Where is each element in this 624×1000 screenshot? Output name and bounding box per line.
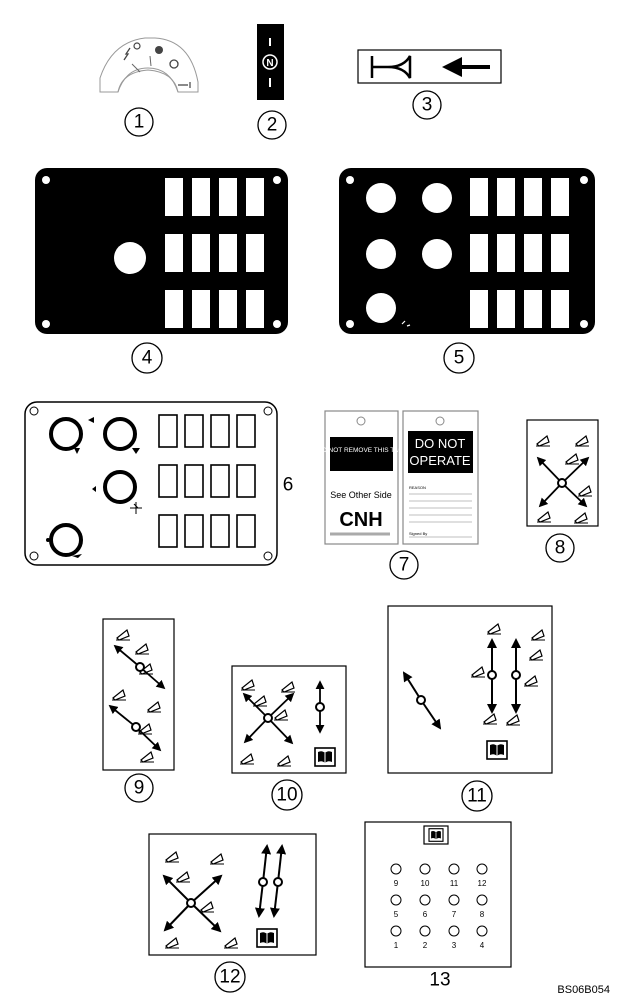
backhoe-control-decal-tall: [102, 618, 175, 771]
svg-text:REASON: REASON: [409, 485, 426, 490]
svg-text:2: 2: [423, 941, 428, 950]
svg-text:CNH: CNH: [339, 509, 382, 531]
svg-text:5: 5: [454, 348, 465, 369]
svg-text:11: 11: [467, 786, 487, 807]
callout-11: 11: [461, 780, 493, 812]
svg-text:4: 4: [142, 348, 153, 369]
callout-2: 2: [257, 110, 287, 140]
switch-panel-one-knob: [35, 168, 288, 334]
svg-text:3: 3: [422, 95, 433, 116]
key-switch-decal: [99, 37, 199, 93]
callout-3: 3: [412, 90, 442, 120]
backhoe-control-decal-small: [231, 665, 347, 774]
neutral-lever-decal: N: [257, 24, 284, 100]
svg-text:11: 11: [450, 879, 459, 888]
callout-7: 7: [389, 550, 419, 580]
svg-text:4: 4: [480, 941, 485, 950]
callout-6: 6: [283, 475, 294, 496]
svg-text:10: 10: [276, 785, 297, 806]
backhoe-control-decal-large: [387, 605, 553, 774]
svg-text:2: 2: [267, 115, 278, 136]
callout-4: 4: [131, 342, 163, 374]
lockout-tag-front: DO NOT REMOVE THIS TAG! See Other Side C…: [317, 410, 405, 545]
svg-text:OPERATE: OPERATE: [409, 453, 470, 468]
callout-9: 9: [124, 773, 154, 803]
svg-text:5: 5: [394, 910, 399, 919]
loader-control-decal: [526, 419, 599, 527]
svg-text:8: 8: [555, 538, 566, 559]
svg-text:9: 9: [394, 879, 399, 888]
svg-text:6: 6: [423, 910, 428, 919]
svg-text:Signed By: Signed By: [409, 531, 427, 536]
callout-1: 1: [124, 107, 154, 137]
climate-control-panel: [24, 401, 278, 566]
callout-10: 10: [271, 779, 303, 811]
svg-text:8: 8: [480, 910, 485, 919]
callout-13: 13: [429, 970, 450, 991]
svg-text:N: N: [266, 58, 273, 69]
svg-text:DO NOT REMOVE THIS TAG!: DO NOT REMOVE THIS TAG!: [317, 447, 405, 454]
svg-text:DO NOT: DO NOT: [415, 436, 466, 451]
svg-text:3: 3: [452, 941, 457, 950]
svg-text:7: 7: [452, 910, 457, 919]
callout-8: 8: [545, 533, 575, 563]
svg-text:12: 12: [478, 879, 487, 888]
svg-text:9: 9: [134, 778, 145, 799]
switch-panel-five-knobs: [339, 168, 595, 334]
svg-text:See Other Side: See Other Side: [330, 490, 392, 500]
svg-text:1: 1: [134, 112, 145, 133]
backhoe-control-decal-wide: [148, 833, 317, 956]
button-panel-decal: 9 10 11 12 5 6 7 8 1 2 3 4: [364, 821, 512, 968]
svg-text:12: 12: [219, 967, 240, 988]
svg-text:10: 10: [421, 879, 430, 888]
callout-5: 5: [443, 342, 475, 374]
lockout-tag-back: DO NOT OPERATE REASON Signed By: [402, 410, 479, 545]
figure-reference: BS06B054: [557, 984, 610, 996]
horn-decal: [357, 49, 502, 84]
svg-text:7: 7: [399, 555, 410, 576]
svg-text:1: 1: [394, 941, 399, 950]
callout-12: 12: [214, 961, 246, 993]
